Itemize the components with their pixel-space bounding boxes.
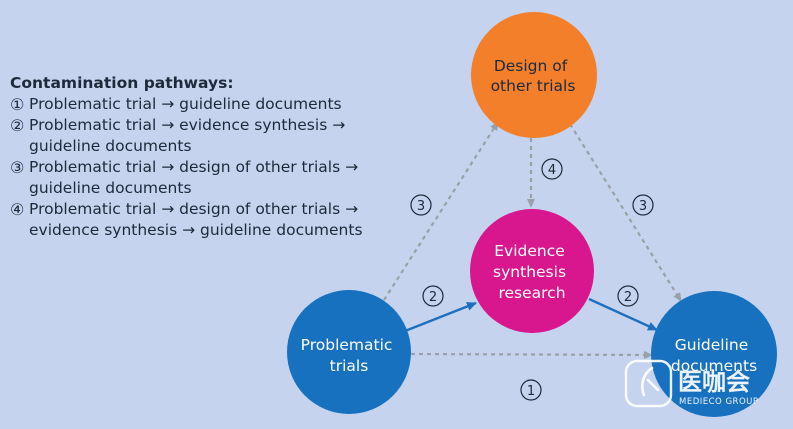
edge-design-to-guideline (569, 123, 682, 302)
node-guideline-documents: Guideline documents (651, 291, 777, 417)
watermark: 医咖会 MEDIECO GROUP (624, 359, 759, 408)
legend-item-number: ④ (10, 200, 25, 219)
legend: Contamination pathways: ① Problematic tr… (10, 73, 390, 241)
edge-label-three-right: 3 (632, 194, 654, 216)
svg-text:2: 2 (429, 290, 437, 305)
edge-label-two-right: 2 (617, 285, 639, 307)
edge-label-four: 4 (541, 158, 563, 180)
svg-text:3: 3 (639, 199, 647, 214)
node-evidence-line: Evidence (494, 242, 565, 260)
edge-label-two-left: 2 (422, 285, 444, 307)
edge-label-one: 1 (520, 379, 542, 401)
svg-text:3: 3 (417, 199, 425, 214)
watermark-logo-icon (624, 359, 673, 408)
svg-text:Problematic trials: Problematic trials (301, 336, 398, 375)
legend-item-line: Problematic trial → evidence synthesis → (29, 116, 346, 134)
legend-item-line: guideline documents (29, 137, 192, 155)
edge-problematic-to-guideline (410, 350, 653, 359)
legend-title: Contamination pathways: (10, 74, 234, 92)
node-design-of-other-trials: Design of other trials (471, 12, 597, 138)
svg-text:2: 2 (624, 290, 632, 305)
watermark-name-cn: 医咖会 (678, 368, 750, 396)
legend-item-number: ① (10, 95, 25, 114)
svg-text:1: 1 (527, 384, 535, 399)
node-design-line: other trials (491, 77, 576, 95)
legend-item: ② Problematic trial → evidence synthesis… (10, 115, 390, 157)
node-guideline-line: documents (671, 357, 757, 375)
edge-label-three-left: 3 (410, 194, 432, 216)
watermark-name-en: MEDIECO GROUP (679, 397, 759, 407)
legend-item-line: Problematic trial → design of other tria… (29, 158, 359, 176)
node-evidence-line: synthesis (493, 263, 566, 281)
node-evidence-synthesis-research: Evidence synthesis research (470, 209, 594, 333)
edge-problematic-to-evidence (404, 301, 477, 333)
node-design-line: Design of (494, 57, 568, 75)
legend-item: ① Problematic trial → guideline document… (10, 94, 390, 115)
node-guideline-line: Guideline (675, 336, 749, 354)
svg-text:Evidence synthesis: Evidence synthesis research (493, 242, 571, 302)
legend-item-line: evidence synthesis → guideline documents (29, 221, 363, 239)
svg-text:Design of other trials: Design of other trials (491, 57, 576, 95)
legend-item-text: Problematic trial → evidence synthesis →… (29, 115, 390, 157)
node-problematic-line: Problematic (301, 336, 393, 354)
legend-item-text: Problematic trial → guideline documents (29, 94, 390, 115)
node-problematic-line: trials (330, 357, 369, 375)
legend-item-text: Problematic trial → design of other tria… (29, 199, 390, 241)
edge-problematic-to-design (383, 121, 499, 301)
legend-item: ④ Problematic trial → design of other tr… (10, 199, 390, 241)
legend-item-number: ② (10, 116, 25, 135)
legend-item-number: ③ (10, 158, 25, 177)
legend-item-line: guideline documents (29, 179, 192, 197)
legend-item: ③ Problematic trial → design of other tr… (10, 157, 390, 199)
svg-text:4: 4 (548, 163, 556, 178)
legend-item-line: Problematic trial → design of other tria… (29, 200, 359, 218)
svg-text:Guideline documents: Guideline documents (671, 336, 757, 375)
legend-item-line: Problematic trial → guideline documents (29, 95, 342, 113)
legend-item-text: Problematic trial → design of other tria… (29, 157, 390, 199)
node-evidence-line: research (498, 284, 565, 302)
node-problematic-trials: Problematic trials (287, 290, 411, 414)
edge-evidence-to-guideline (588, 297, 658, 332)
